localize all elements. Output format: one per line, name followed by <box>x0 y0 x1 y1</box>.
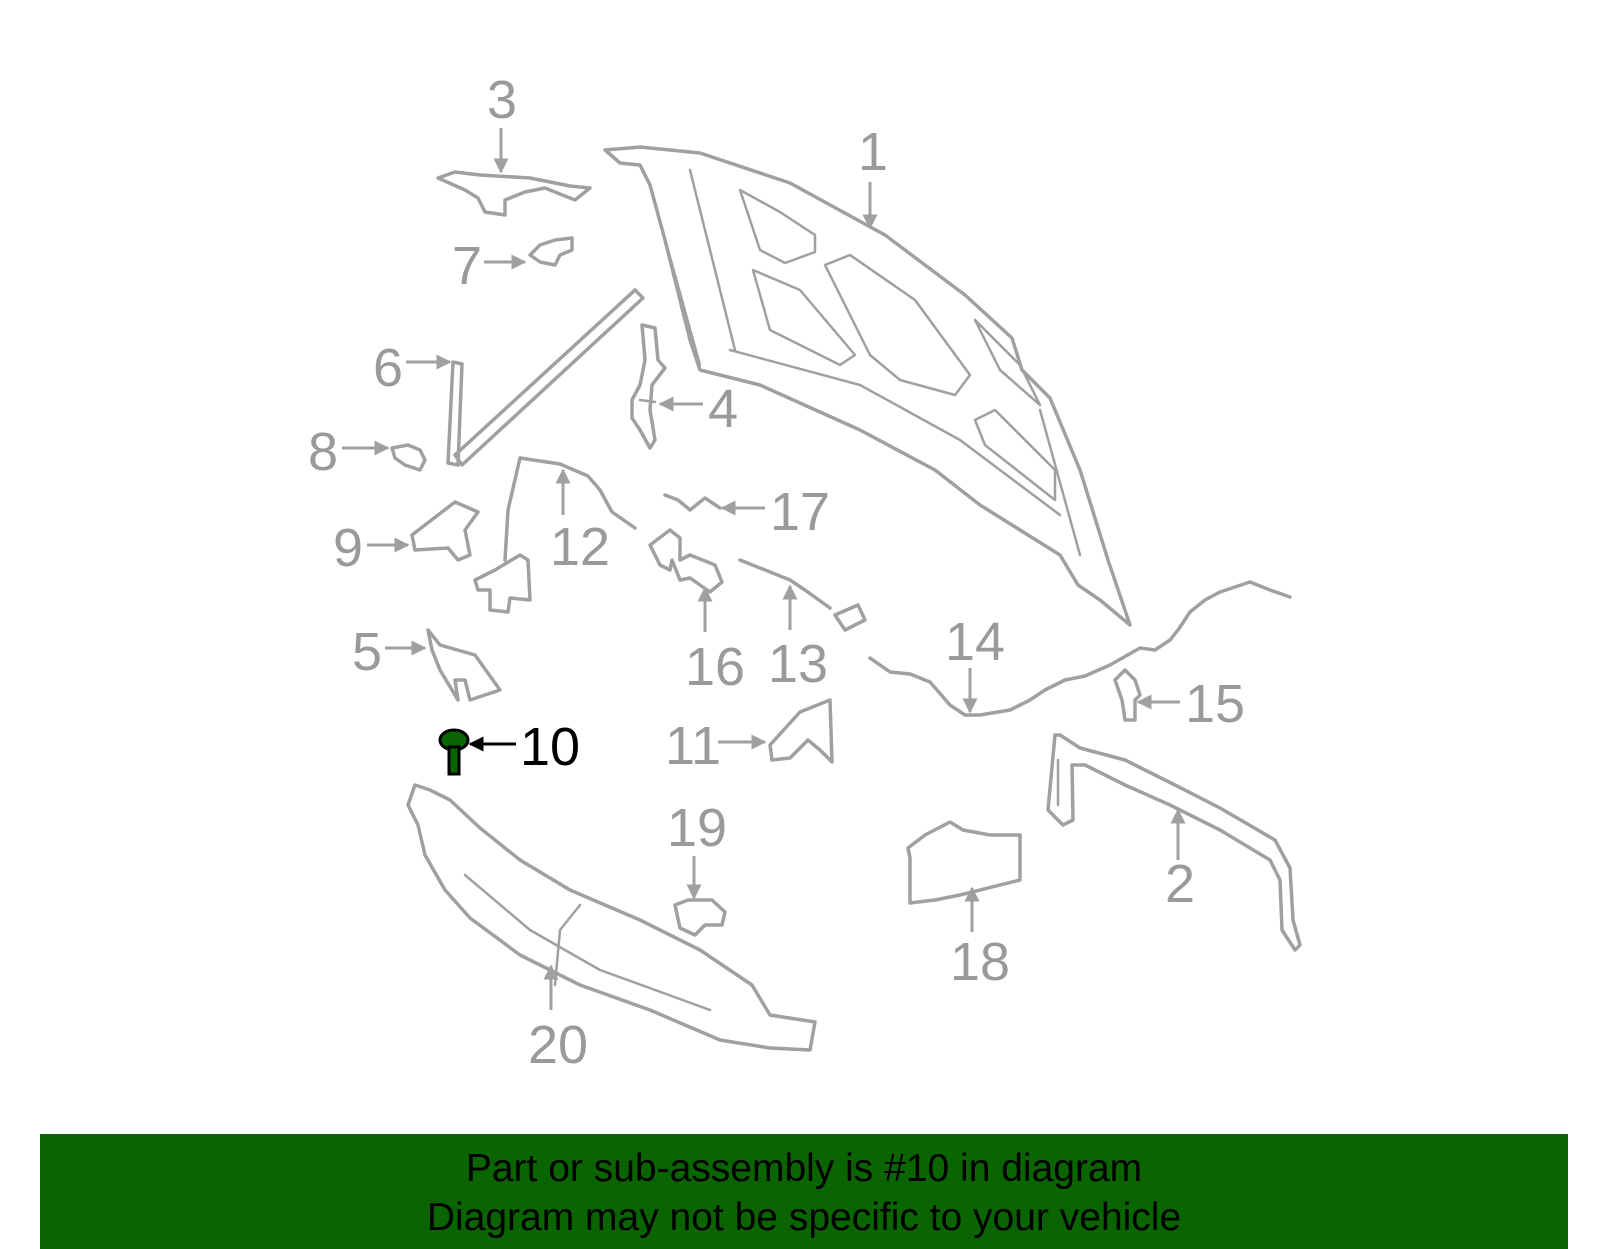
part-8-clip <box>390 443 427 472</box>
banner-line-part-number: Part or sub-assembly is #10 in diagram <box>465 1147 1143 1190</box>
callout-label-17: 17 <box>770 482 830 542</box>
callout-labels: 1 2 3 4 5 6 7 8 9 10 11 12 13 14 15 16 1… <box>308 70 1245 1075</box>
part-11-block <box>768 698 834 764</box>
callout-label-11: 11 <box>665 716 721 776</box>
callout-label-19: 19 <box>667 798 727 858</box>
callout-label-14: 14 <box>945 612 1005 672</box>
callout-label-5: 5 <box>352 622 382 682</box>
callout-arrows <box>342 128 1186 1010</box>
part-20-absorber <box>406 783 817 1052</box>
part-9-bracket <box>410 500 480 562</box>
part-15-clip <box>1113 668 1142 722</box>
part-7-clip <box>528 236 574 267</box>
part-5-bracket <box>426 628 502 702</box>
part-14-cable <box>868 580 1292 717</box>
part-3-bracket <box>436 170 592 217</box>
part-16-latch <box>648 528 724 594</box>
part-6-strut <box>446 288 645 467</box>
callout-label-7: 7 <box>452 236 482 296</box>
info-banner: Part or sub-assembly is #10 in diagram D… <box>40 1134 1568 1249</box>
part-4-hinge <box>630 323 667 450</box>
part-10-bolt <box>438 728 470 776</box>
callout-label-8: 8 <box>308 422 338 482</box>
callout-label-1: 1 <box>858 122 888 182</box>
part-19-grommet <box>673 898 727 937</box>
callout-label-18: 18 <box>950 932 1010 992</box>
callout-label-13: 13 <box>768 634 828 694</box>
callout-label-2: 2 <box>1165 854 1195 914</box>
callout-label-4: 4 <box>708 379 738 439</box>
parts-diagram: 1 2 3 4 5 6 7 8 9 10 11 12 13 14 15 16 1… <box>308 70 1302 1075</box>
callout-label-3: 3 <box>487 70 517 130</box>
callout-label-10: 10 <box>520 717 580 777</box>
callout-label-12: 12 <box>550 517 610 577</box>
part-1-hood <box>603 145 1132 627</box>
part-2-seal <box>1046 733 1302 952</box>
callout-label-20: 20 <box>528 1015 588 1075</box>
part-18-block <box>906 820 1022 905</box>
callout-label-6: 6 <box>373 338 403 398</box>
banner-line-disclaimer: Diagram may not be specific to your vehi… <box>426 1196 1182 1239</box>
callout-label-15: 15 <box>1185 674 1245 734</box>
callout-label-16: 16 <box>685 637 745 697</box>
part-13-cable <box>738 558 867 632</box>
part-12-cable <box>473 456 637 614</box>
callout-label-9: 9 <box>333 518 363 578</box>
part-17-wire <box>663 493 722 512</box>
